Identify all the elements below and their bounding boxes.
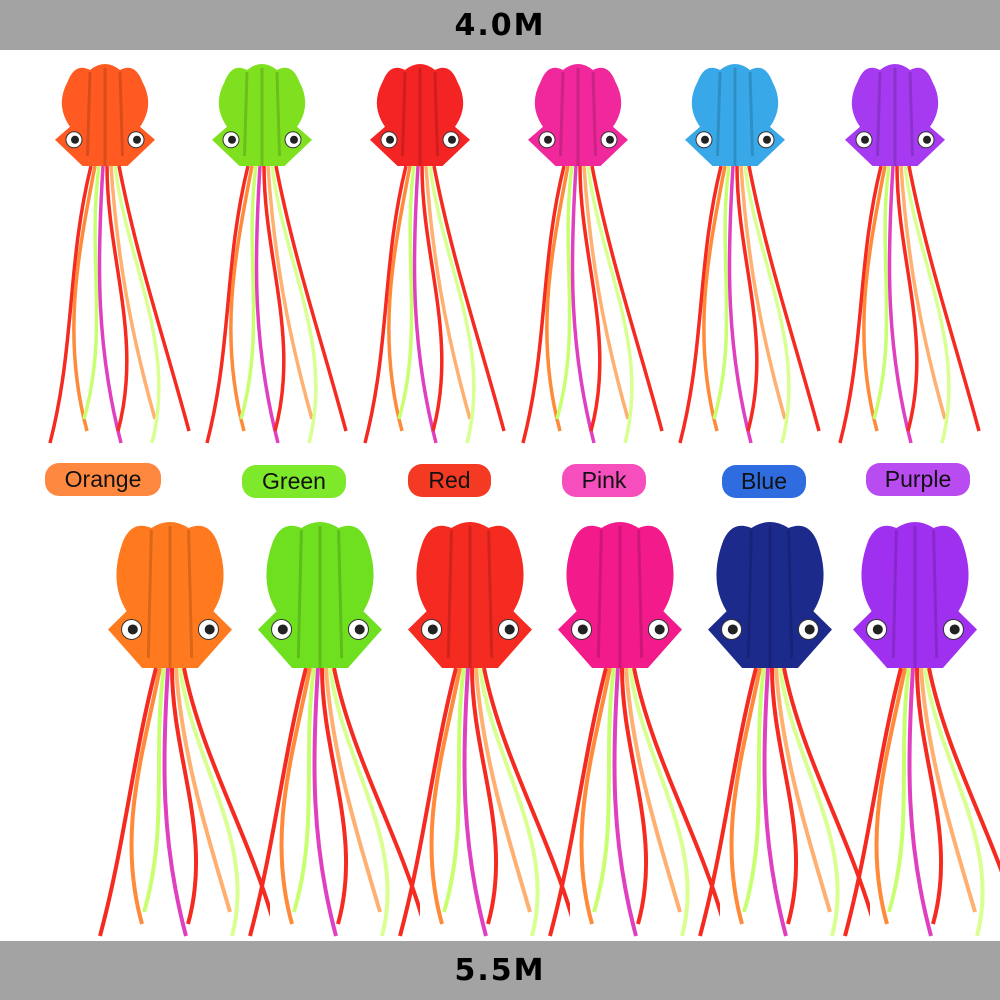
size-banner-bottom: 5.5M [0, 941, 1000, 1000]
color-pill-red: Red [408, 464, 491, 497]
kite-small-red [330, 58, 510, 453]
kite-eyes [571, 618, 669, 640]
color-pill-purple: Purple [866, 463, 970, 496]
kite-large-purple [815, 516, 1000, 946]
kite-small-orange [15, 58, 195, 453]
color-label: Purple [884, 466, 952, 492]
kite-eyes [421, 618, 519, 640]
color-pill-orange: Orange [45, 463, 161, 496]
color-label: Green [262, 468, 326, 494]
kite-large-pink [520, 516, 726, 946]
kite-eyes [721, 618, 819, 640]
kite-small-green [172, 58, 352, 453]
kite-eyes [695, 131, 775, 149]
color-pill-pink: Pink [562, 464, 646, 497]
kite-eyes [538, 131, 618, 149]
color-label: Blue [740, 468, 788, 494]
color-label: Red [428, 467, 471, 493]
color-pill-green: Green [242, 465, 346, 498]
size-label-4m: 4.0M [454, 7, 546, 43]
kite-small-blue [645, 58, 825, 453]
size-label-5-5m: 5.5M [454, 953, 546, 988]
kite-small-purple [805, 58, 985, 453]
kite-eyes [222, 131, 302, 149]
kite-large-green [220, 516, 426, 946]
kite-small-pink [488, 58, 668, 453]
kite-large-orange [70, 516, 276, 946]
kite-large-blue [670, 516, 876, 946]
kite-eyes [271, 618, 369, 640]
color-pill-blue: Blue [722, 465, 806, 498]
kite-eyes [121, 618, 219, 640]
kite-eyes [866, 618, 964, 640]
color-label: Pink [581, 467, 627, 493]
color-label: Orange [64, 466, 142, 492]
size-banner-top: 4.0M [0, 0, 1000, 50]
kite-eyes [380, 131, 460, 149]
kite-large-red [370, 516, 576, 946]
kite-eyes [855, 131, 935, 149]
kite-eyes [65, 131, 145, 149]
